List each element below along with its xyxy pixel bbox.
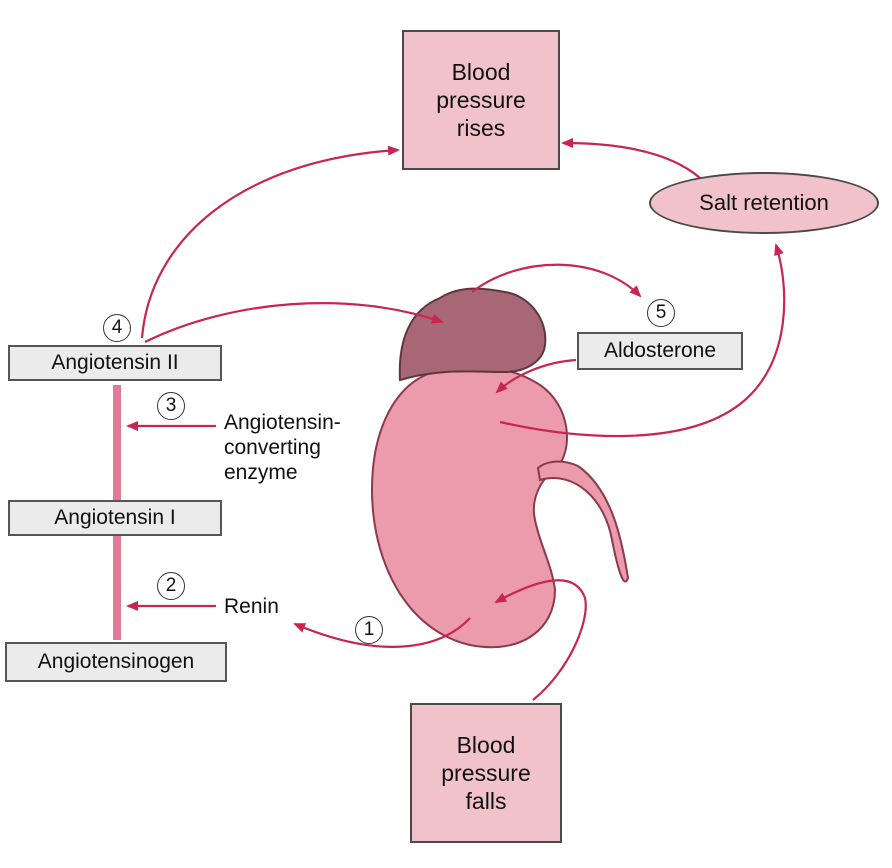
kidney-shape [370, 365, 568, 649]
step-1-marker: 1 [355, 616, 383, 644]
bp-falls-line-1: Blood [456, 732, 516, 758]
ureter-shape [536, 460, 630, 583]
angiotensinogen-box: Angiotensinogen [5, 642, 227, 682]
bp-rises-line-2: pressure [436, 87, 526, 113]
step-4-marker: 4 [103, 314, 131, 342]
arrow-angiotensin-ii-to-adrenal [144, 302, 444, 343]
ace-line-1: Angiotensin- [224, 411, 341, 434]
aldosterone-box: Aldosterone [577, 332, 743, 370]
renin-label: Renin [224, 595, 279, 618]
arrow-kidney-to-salt-retention [499, 243, 786, 438]
adrenal-gland-shape [398, 287, 547, 382]
arrow-angiotensin-ii-to-bp-rises [140, 145, 400, 339]
blood-pressure-falls-box: Blood pressure falls [410, 703, 562, 843]
salt-retention-label: Salt retention [699, 190, 829, 215]
arrow-kidney-to-renin [293, 617, 471, 648]
angiotensin-i-box: Angiotensin I [8, 500, 222, 536]
blood-pressure-rises-box: Blood pressure rises [402, 30, 560, 170]
bp-rises-line-1: Blood [451, 59, 511, 85]
bp-falls-line-2: pressure [441, 760, 531, 786]
bp-rises-line-3: rises [456, 115, 506, 141]
angiotensin-ii-box: Angiotensin II [8, 345, 222, 381]
step-3-marker: 3 [157, 392, 185, 420]
arrow-aldosterone-to-kidney [495, 358, 577, 394]
angiotensin-i-label: Angiotensin I [54, 506, 176, 529]
angiotensinogen-label: Angiotensinogen [37, 650, 195, 673]
arrow-bp-falls-to-kidney [494, 579, 587, 701]
angiotensin-ii-label: Angiotensin II [51, 351, 179, 374]
ace-label: Angiotensin- converting enzyme [224, 410, 341, 485]
step-5-marker: 5 [647, 299, 675, 327]
bp-falls-line-3: falls [465, 788, 507, 814]
step-2-marker: 2 [157, 572, 185, 600]
salt-retention-ellipse: Salt retention [649, 172, 879, 234]
arrow-salt-retention-to-bp-rises [561, 138, 701, 179]
ace-line-3: enzyme [224, 461, 298, 484]
aldosterone-label: Aldosterone [603, 339, 717, 362]
ace-line-2: converting [224, 436, 321, 459]
arrow-adrenal-to-aldosterone [471, 263, 642, 298]
